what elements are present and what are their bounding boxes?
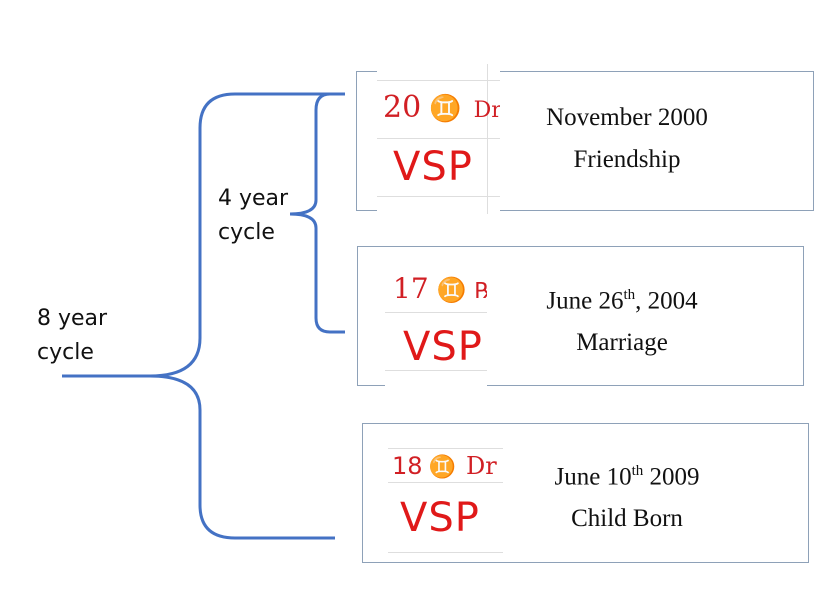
event-description: Marriage	[576, 329, 668, 357]
degree-value: 18	[392, 452, 423, 480]
vsp-label: VSP	[400, 495, 480, 541]
four-year-label-line2: cycle	[218, 220, 275, 245]
vsp-label: VSP	[403, 324, 483, 370]
vsp-label: VSP	[393, 144, 473, 190]
planet-position-3: 18♊ Dr	[392, 452, 497, 480]
eight-year-cycle-label: 8 year cycle	[37, 302, 107, 370]
retrograde-icon: ℞	[474, 279, 487, 304]
event-text-marriage: June 26th, 2004 Marriage	[507, 274, 737, 364]
chart-snippet-2: 17♊ ℞ VSP	[385, 262, 487, 386]
planet-position-1: 20♊ Dr	[383, 90, 500, 125]
gemini-icon: ♊	[429, 94, 462, 124]
event-date: June 26th, 2004	[546, 287, 698, 315]
four-year-label-line1: 4 year	[218, 186, 289, 211]
four-year-cycle-label: 4 year cycle	[218, 182, 288, 250]
event-description: Child Born	[571, 505, 683, 533]
gemini-icon: ♊	[436, 276, 467, 304]
four-year-brace	[289, 92, 345, 334]
event-date: June 10th 2009	[554, 463, 700, 491]
motion-indicator: Dr	[465, 452, 497, 480]
motion-indicator: Dr	[473, 98, 500, 123]
degree-value: 20	[383, 90, 422, 125]
event-date: November 2000	[546, 104, 708, 131]
eight-year-brace	[62, 92, 345, 540]
eight-year-label-line1: 8 year	[37, 306, 108, 331]
planet-position-2: 17♊ ℞	[393, 272, 487, 305]
chart-snippet-1: 20♊ Dr VSP	[377, 64, 500, 214]
degree-value: 17	[393, 272, 429, 305]
event-description: Friendship	[573, 146, 681, 173]
eight-year-label-line2: cycle	[37, 340, 94, 365]
event-text-child-born: June 10th 2009 Child Born	[512, 450, 742, 540]
gemini-icon: ♊	[428, 455, 456, 480]
event-text-friendship: November 2000 Friendship	[512, 97, 742, 181]
chart-snippet-3: 18♊ Dr VSP	[388, 440, 503, 560]
